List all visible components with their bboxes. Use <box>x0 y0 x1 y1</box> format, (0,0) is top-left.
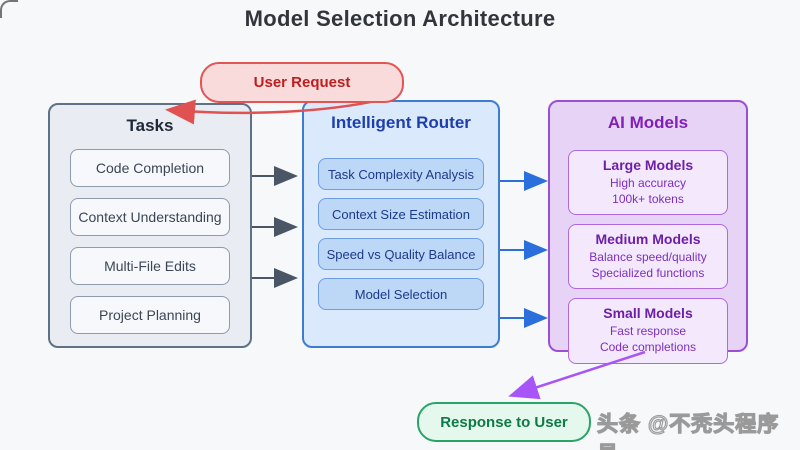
task-item-context-understanding: Context Understanding <box>70 198 230 236</box>
small-models-line-1: Fast response <box>609 324 687 339</box>
node-user-request: User Request <box>200 62 404 103</box>
large-models-line-2: 100k+ tokens <box>612 191 684 206</box>
router-item-model-selection: Model Selection <box>318 278 484 310</box>
user-request-label: User Request <box>253 74 351 91</box>
ai-model-cards: Large Models High accuracy 100k+ tokens … <box>550 150 746 364</box>
screenshot-corner-artifact <box>0 0 18 18</box>
page-title: Model Selection Architecture <box>244 6 556 31</box>
medium-models-line-2: Specialized functions <box>591 265 705 280</box>
router-item-speed-quality: Speed vs Quality Balance <box>318 238 484 270</box>
medium-models-name: Medium Models <box>595 231 701 248</box>
router-title: Intelligent Router <box>331 113 471 132</box>
large-models-line-1: High accuracy <box>609 176 687 190</box>
edges-tasks-to-router <box>252 166 298 288</box>
tasks-items: Code Completion Context Understanding Mu… <box>50 149 250 334</box>
router-item-task-complexity: Task Complexity Analysis <box>318 158 484 190</box>
node-intelligent-router: Intelligent Router Task Complexity Analy… <box>302 100 500 348</box>
task-item-multi-file-edits: Multi-File Edits <box>70 247 230 285</box>
response-label: Response to User <box>440 413 568 431</box>
node-response-to-user: Response to User <box>417 402 591 442</box>
large-models-name: Large Models <box>602 157 694 173</box>
edges-router-to-aimodels <box>500 171 548 328</box>
node-ai-models: AI Models Large Models High accuracy 100… <box>548 100 748 364</box>
card-large-models: Large Models High accuracy 100k+ tokens <box>568 150 728 216</box>
router-item-context-size: Context Size Estimation <box>318 198 484 230</box>
card-small-models: Small Models Fast response Code completi… <box>568 298 728 364</box>
small-models-line-2: Code completions <box>599 339 697 354</box>
medium-models-line-1: Balance speed/quality <box>589 250 707 265</box>
small-models-name: Small Models <box>603 305 693 322</box>
tasks-title: Tasks <box>126 116 174 135</box>
task-item-project-planning: Project Planning <box>70 296 230 334</box>
node-tasks: Tasks Code Completion Context Understand… <box>48 103 252 348</box>
task-item-code-completion: Code Completion <box>70 149 230 187</box>
ai-models-title: AI Models <box>607 113 689 132</box>
toutiao-watermark: 头条 @不秃头程序员 <box>596 412 780 450</box>
card-medium-models: Medium Models Balance speed/quality Spec… <box>568 224 728 290</box>
router-items: Task Complexity Analysis Context Size Es… <box>304 158 498 310</box>
